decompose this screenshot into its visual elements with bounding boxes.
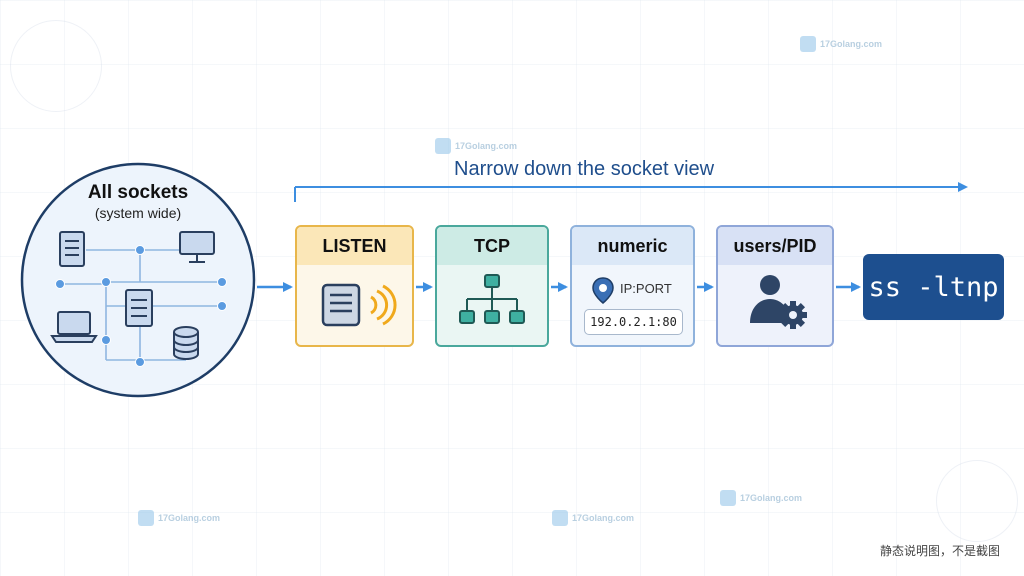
card-title: numeric [572, 227, 693, 265]
ip-address-example: 192.0.2.1:80 [584, 309, 683, 335]
server-icon [59, 231, 85, 267]
watermark-logo-icon [800, 36, 816, 52]
ip-port-label: IP:PORT [620, 281, 672, 296]
footnote: 静态说明图，不是截图 [879, 544, 1000, 558]
watermark-logo-icon [552, 510, 568, 526]
card-title: LISTEN [297, 227, 412, 265]
ss-command-text: ss -ltnp [868, 271, 999, 303]
listen-filter-card: LISTEN [295, 225, 414, 347]
users-pid-filter-card: users/PID [716, 225, 834, 347]
watermark: 17Golang.com [720, 490, 802, 506]
ss-command-box: ss -ltnp [863, 254, 1004, 320]
all-sockets-subtitle: (system wide) [94, 205, 182, 221]
card-title: users/PID [718, 227, 832, 265]
tcp-tree-icon [459, 274, 525, 324]
watermark: 17Golang.com [800, 36, 882, 52]
location-pin-icon [592, 277, 614, 304]
flow-label: Narrow down the socket view [454, 158, 715, 180]
card-body [718, 265, 832, 345]
card-title: TCP [437, 227, 547, 265]
watermark-logo-icon [435, 138, 451, 154]
watermark: 17Golang.com [435, 138, 517, 154]
decorative-circle [936, 460, 1018, 542]
watermark: 17Golang.com [138, 510, 220, 526]
server-icon [125, 289, 153, 327]
watermark: 17Golang.com [552, 510, 634, 526]
database-icon [173, 326, 199, 360]
laptop-icon [50, 311, 98, 343]
watermark-logo-icon [720, 490, 736, 506]
monitor-icon [179, 231, 215, 263]
decorative-circle [10, 20, 102, 112]
server-signal-icon [321, 283, 397, 327]
all-sockets-title: All sockets [87, 182, 189, 203]
network-lines [60, 249, 222, 362]
card-body [297, 265, 412, 345]
tcp-filter-card: TCP [435, 225, 549, 347]
watermark-logo-icon [138, 510, 154, 526]
card-body: IP:PORT 192.0.2.1:80 [572, 265, 693, 345]
card-body [437, 265, 547, 345]
flow-arrow [294, 182, 968, 202]
numeric-filter-card: numeric IP:PORT 192.0.2.1:80 [570, 225, 695, 347]
user-gear-icon [750, 275, 807, 329]
